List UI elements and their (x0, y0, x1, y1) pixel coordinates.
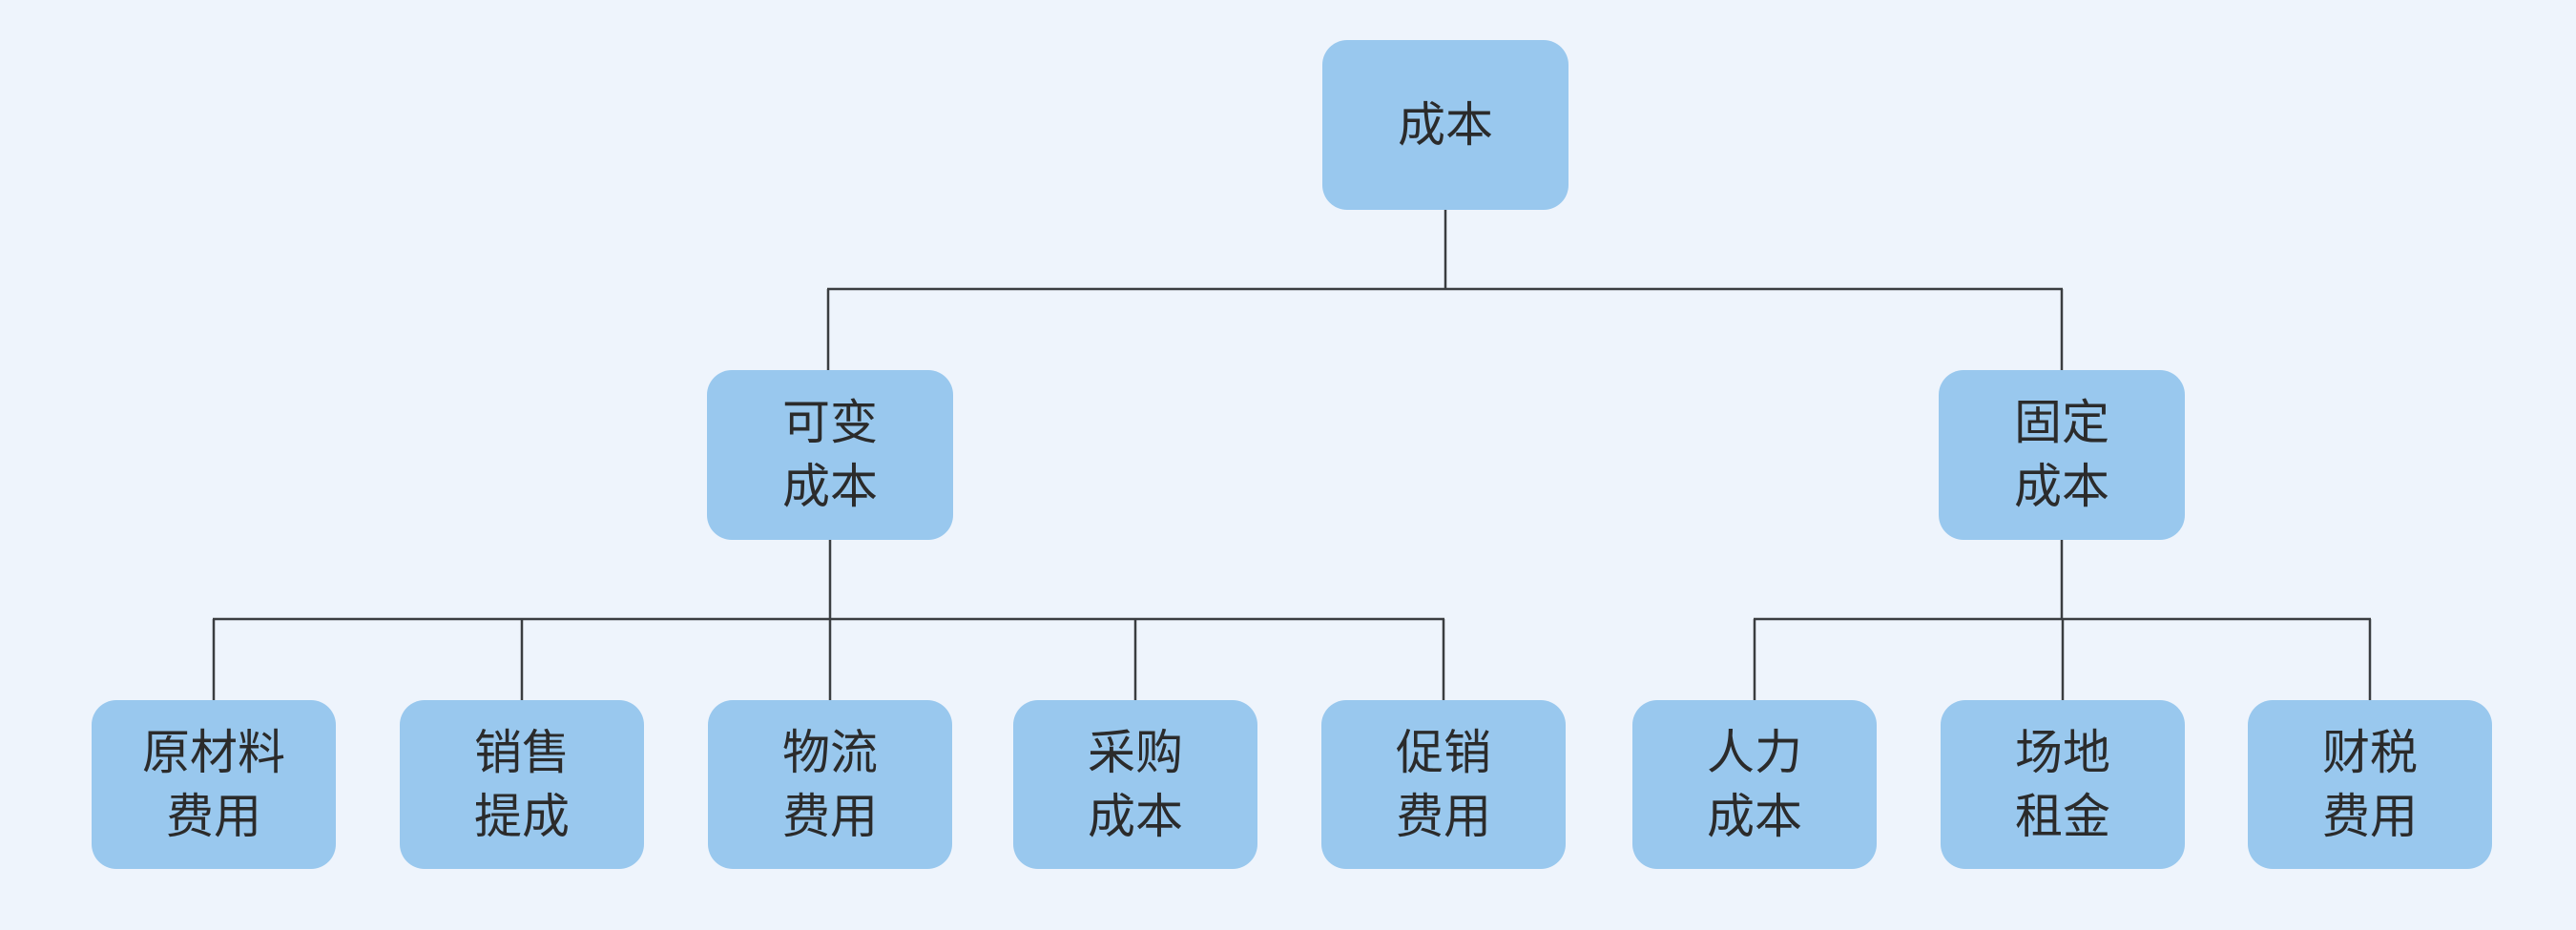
node-logistics-cost-label: 物流 费用 (782, 724, 878, 844)
node-venue-rent-label: 场地 租金 (2015, 724, 2110, 844)
node-tax-expense-label: 财税 费用 (2322, 724, 2418, 844)
node-labor-cost-label: 人力 成本 (1707, 724, 1802, 844)
node-labor-cost[interactable]: 人力 成本 (1632, 700, 1877, 869)
node-fixed-cost-label: 固定 成本 (2014, 395, 2109, 514)
node-raw-material-cost-label: 原材料 费用 (142, 724, 285, 844)
node-logistics-cost[interactable]: 物流 费用 (708, 700, 952, 869)
node-venue-rent[interactable]: 场地 租金 (1941, 700, 2185, 869)
node-cost[interactable]: 成本 (1322, 40, 1568, 210)
node-promotion-cost[interactable]: 促销 费用 (1321, 700, 1566, 869)
node-cost-label: 成本 (1398, 96, 1493, 153)
node-promotion-cost-label: 促销 费用 (1396, 724, 1491, 844)
node-raw-material-cost[interactable]: 原材料 费用 (92, 700, 336, 869)
node-procurement-cost[interactable]: 采购 成本 (1013, 700, 1257, 869)
node-sales-commission-label: 销售 提成 (474, 724, 570, 844)
node-variable-cost-label: 可变 成本 (782, 395, 878, 514)
node-variable-cost[interactable]: 可变 成本 (707, 370, 953, 540)
node-sales-commission[interactable]: 销售 提成 (400, 700, 644, 869)
node-procurement-cost-label: 采购 成本 (1088, 724, 1183, 844)
node-tax-expense[interactable]: 财税 费用 (2248, 700, 2492, 869)
node-fixed-cost[interactable]: 固定 成本 (1939, 370, 2185, 540)
